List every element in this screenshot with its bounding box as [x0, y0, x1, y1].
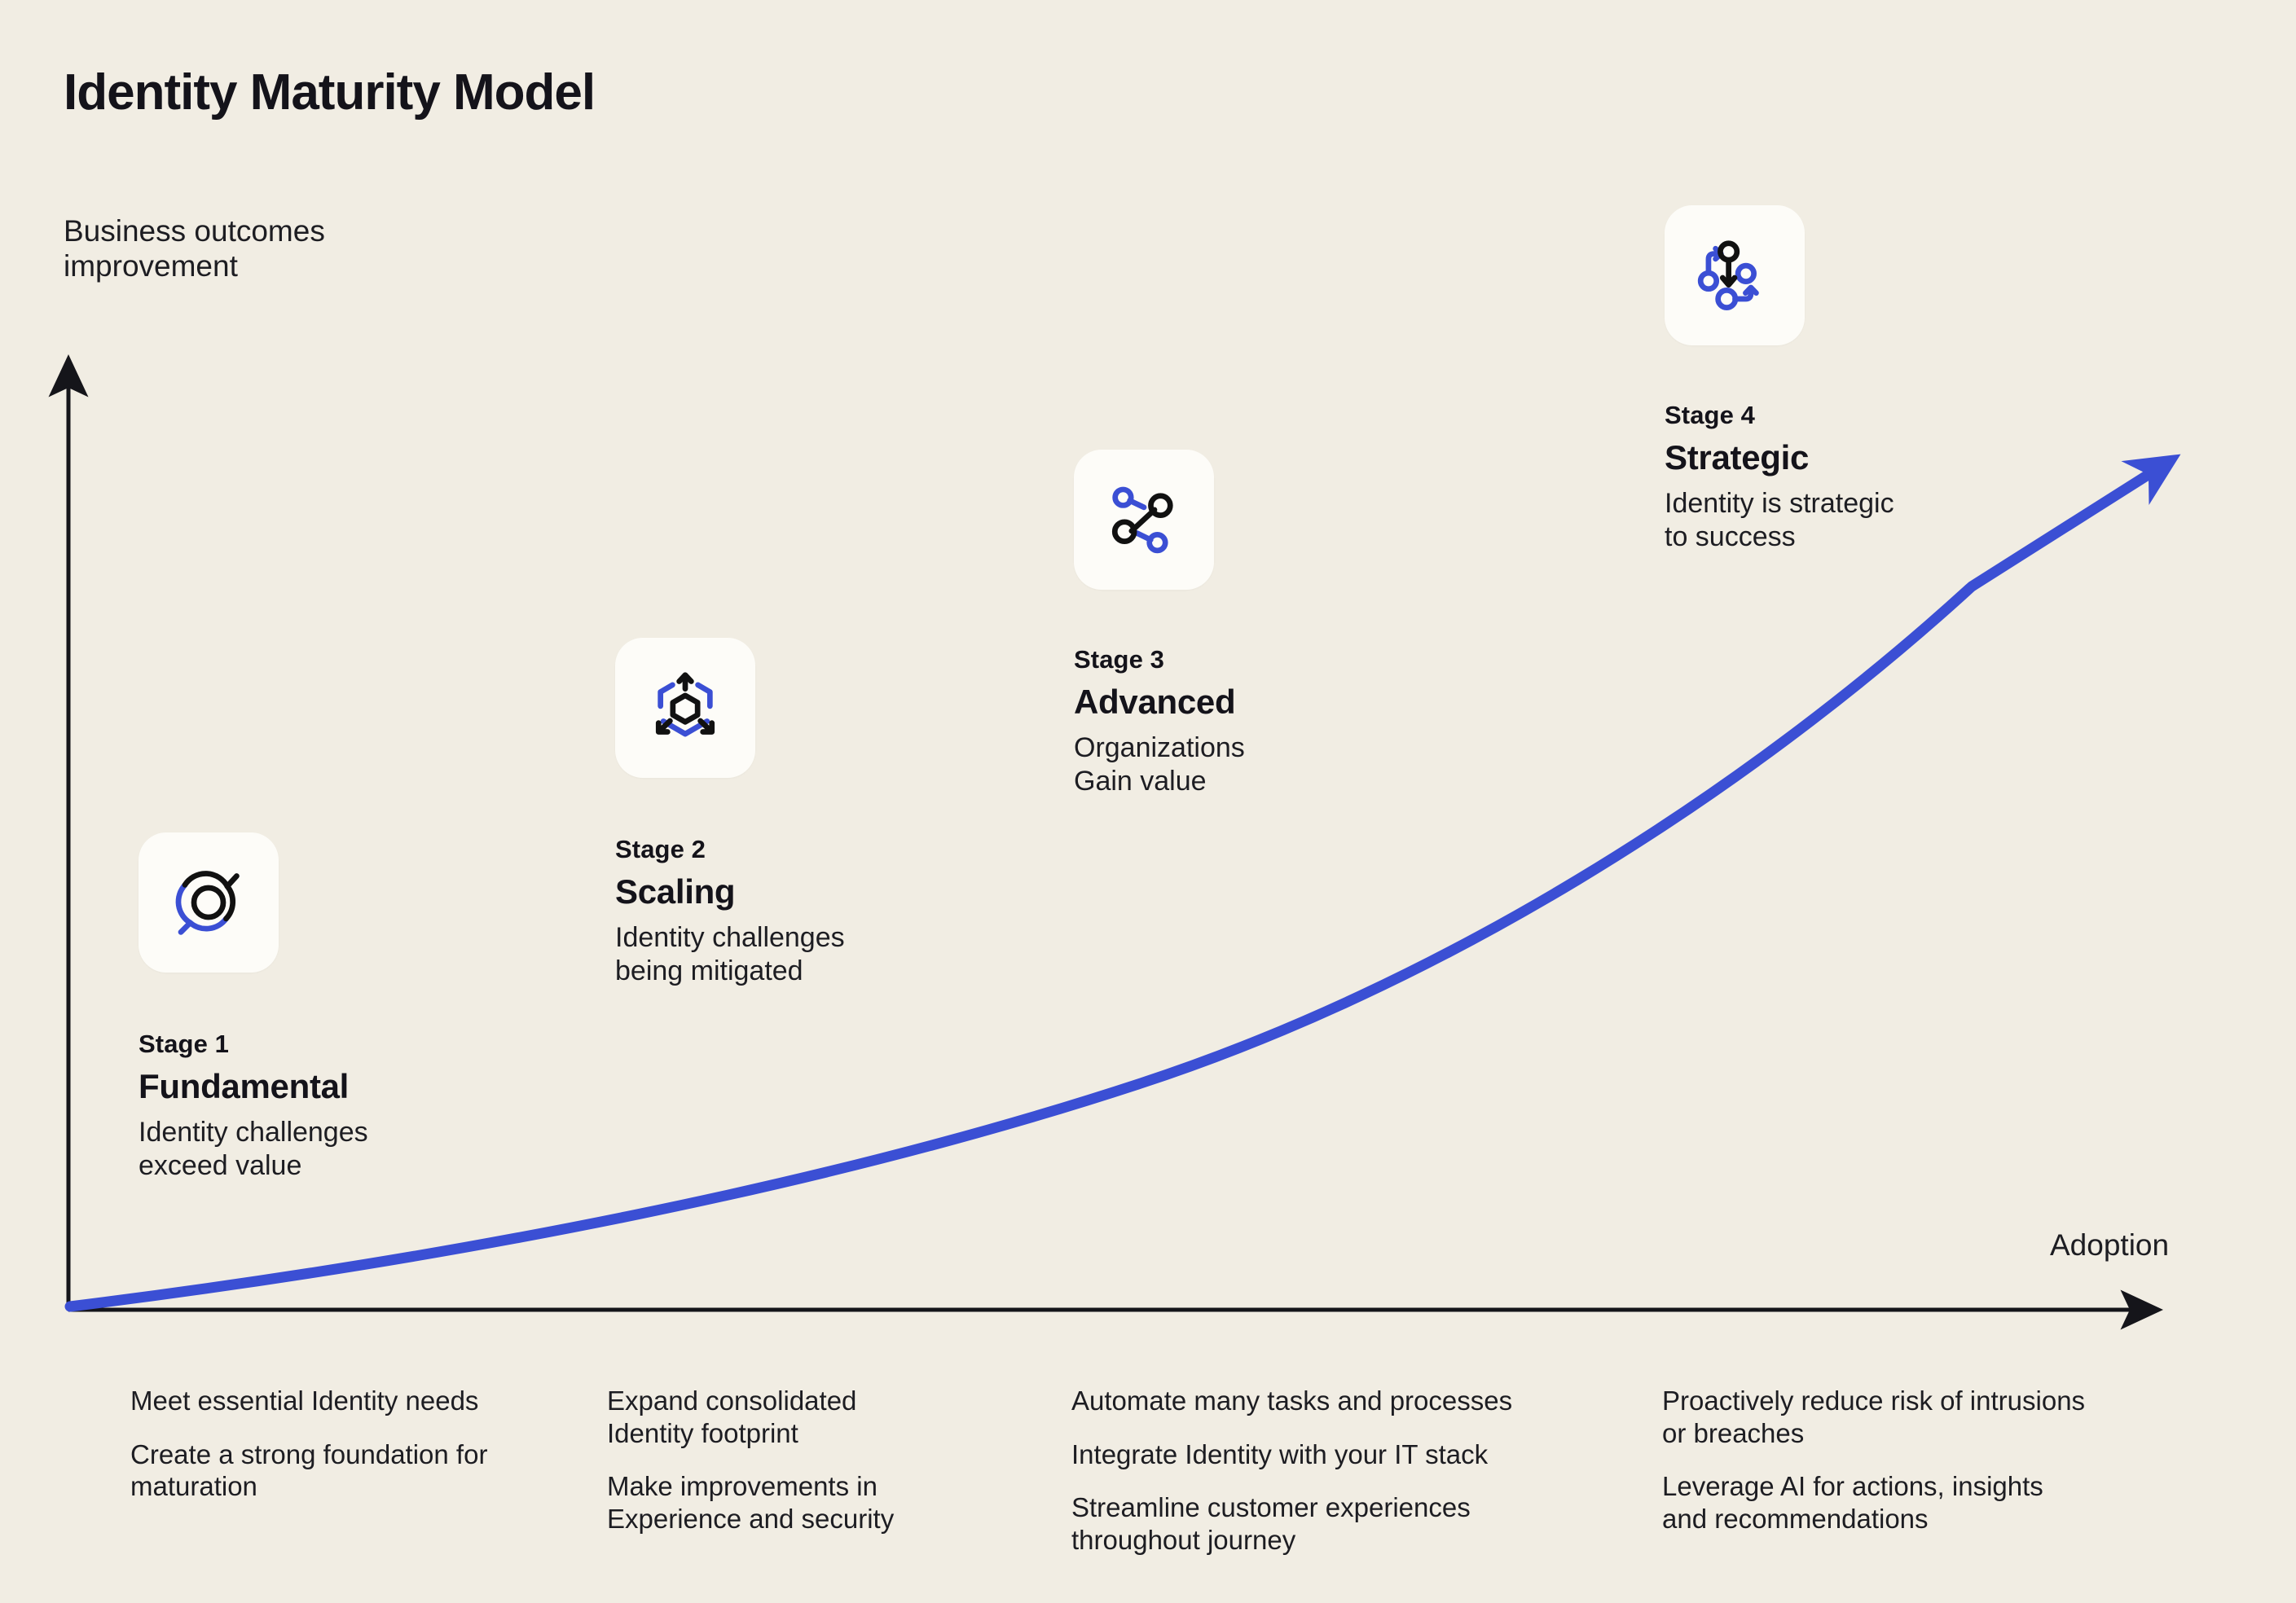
stage-3-name: Advanced: [1074, 683, 1236, 721]
bullet-column-4: Proactively reduce risk of intrusions or…: [1662, 1385, 2167, 1556]
stage-2-text: Stage 2 Scaling Identity challenges bein…: [615, 835, 845, 989]
bullet-item: Leverage AI for actions, insights and re…: [1662, 1471, 2043, 1534]
stage-1-number: Stage 1: [139, 1030, 229, 1058]
stage-3-description: Organizations Gain value: [1074, 732, 1245, 797]
bullet-item: Expand consolidated Identity footprint: [607, 1386, 857, 1448]
y-axis-label: Business outcomes improvement: [64, 214, 325, 283]
stage-1-text: Stage 1 Fundamental Identity challenges …: [139, 1030, 368, 1184]
stage-1-icon-card: [139, 832, 279, 973]
bullet-item: Create a strong foundation for maturatio…: [130, 1438, 488, 1502]
stage-4-icon-card: [1665, 205, 1805, 345]
bullet-column-3: Automate many tasks and processes Integr…: [1071, 1385, 1593, 1577]
growth-curve: [64, 454, 2181, 1312]
bullet-item: Streamline customer experiences througho…: [1071, 1492, 1471, 1555]
page-title: Identity Maturity Model: [64, 64, 596, 121]
stage-3-icon-card: [1074, 450, 1214, 590]
stage-2-description: Identity challenges being mitigated: [615, 922, 845, 987]
bullet-column-1: Meet essential Identity needs Create a s…: [130, 1385, 554, 1524]
share-network-icon: [1102, 477, 1186, 562]
stage-block-1: Stage 1 Fundamental Identity challenges …: [139, 832, 368, 1184]
stage-2-number: Stage 2: [615, 835, 706, 863]
stage-4-number: Stage 4: [1665, 401, 1755, 429]
stage-4-name: Strategic: [1665, 438, 1810, 477]
stage-block-2: Stage 2 Scaling Identity challenges bein…: [615, 638, 845, 989]
stage-3-number: Stage 3: [1074, 645, 1164, 674]
stage-2-name: Scaling: [615, 872, 736, 911]
bullet-item: Make improvements in Experience and secu…: [607, 1471, 895, 1534]
hexagon-expand-icon: [643, 665, 728, 750]
bullet-item: Automate many tasks and processes: [1071, 1386, 1513, 1416]
stage-4-text: Stage 4 Strategic Identity is strategic …: [1665, 401, 1894, 555]
stage-2-icon-card: [615, 638, 755, 778]
bullet-item: Meet essential Identity needs: [130, 1386, 479, 1416]
stage-block-3: Stage 3 Advanced Organizations Gain valu…: [1074, 450, 1245, 799]
bullet-column-2: Expand consolidated Identity footprint M…: [607, 1385, 990, 1556]
target-search-icon: [166, 860, 251, 945]
stage-1-description: Identity challenges exceed value: [139, 1117, 368, 1182]
stage-1-name: Fundamental: [139, 1067, 350, 1105]
stage-block-4: Stage 4 Strategic Identity is strategic …: [1665, 205, 1894, 555]
bullet-item: Proactively reduce risk of intrusions or…: [1662, 1386, 2086, 1448]
stage-3-text: Stage 3 Advanced Organizations Gain valu…: [1074, 645, 1245, 799]
workflow-branch-icon: [1692, 233, 1777, 318]
bullet-item: Integrate Identity with your IT stack: [1071, 1438, 1489, 1469]
stage-4-description: Identity is strategic to success: [1665, 488, 1894, 553]
x-axis-label: Adoption: [2050, 1228, 2170, 1262]
